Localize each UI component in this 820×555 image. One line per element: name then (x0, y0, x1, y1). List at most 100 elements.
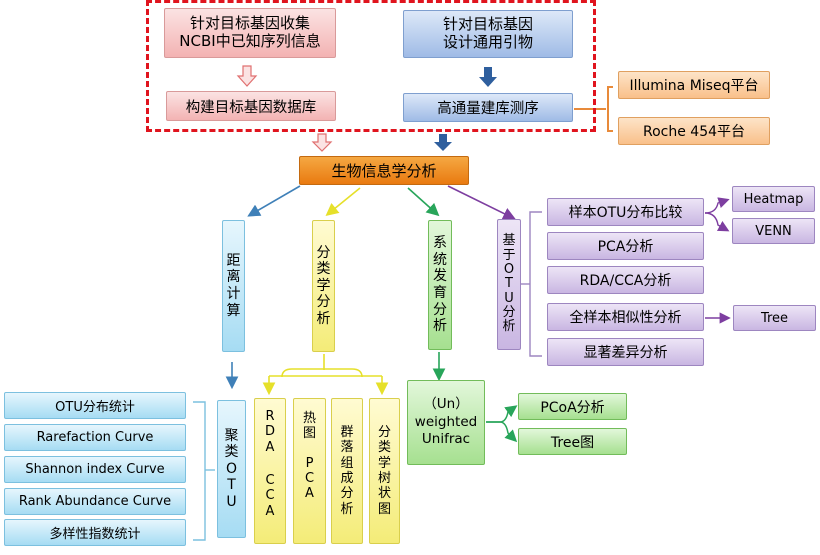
heatmap-pca-char: 热 (302, 411, 316, 426)
list-item: OTU分布统计 (4, 392, 186, 419)
arrow-to-venn (704, 212, 730, 232)
otu-analysis-char: U (504, 290, 514, 306)
roche-label: Roche 454平台 (642, 124, 746, 140)
design-primers-line-2: 设计通用引物 (442, 33, 533, 51)
arrow-to-pcoa (486, 405, 518, 423)
taxonomy-tree-char: 树 (377, 471, 391, 486)
distance-box: 距 离 计 算 (222, 220, 245, 352)
pca-label: PCA分析 (597, 239, 654, 255)
taxonomy-tree-char: 状 (377, 486, 391, 502)
taxonomy-char: 学 (316, 277, 331, 294)
venn-label: VENN (755, 223, 792, 239)
community-char: 析 (340, 501, 354, 517)
bioinfo-box: 生物信息学分析 (299, 156, 469, 185)
solid-arrow-blue (434, 67, 497, 151)
community-char: 群 (340, 425, 354, 441)
taxonomy-fanout-bracket (281, 368, 363, 378)
taxonomy-tree-char: 分 (377, 425, 391, 441)
list-item-label: Shannon index Curve (25, 462, 165, 477)
list-item: 多样性指数统计 (4, 519, 186, 546)
unifrac-box: （Un） weighted Unifrac (407, 380, 485, 465)
build-database-box: 构建目标基因数据库 (166, 91, 336, 121)
otu-analysis-char: 基 (502, 233, 516, 249)
similarity-analysis-box: 全样本相似性分析 (547, 303, 704, 331)
community-composition-box: 群 落 组 成 分 析 (331, 398, 363, 544)
venn-box: VENN (732, 218, 815, 244)
heatmap-pca-char: C (304, 470, 315, 486)
cluster-otu-char: 聚 (224, 427, 239, 444)
distance-char: 离 (226, 269, 241, 286)
collect-ncbi-line-1: 针对目标基因收集 (189, 14, 310, 33)
list-item-label: 多样性指数统计 (49, 527, 141, 542)
tree-box: Tree (733, 305, 816, 331)
cluster-otu-char: 类 (224, 444, 239, 461)
unifrac-line: （Un） (423, 396, 469, 413)
otu-analysis-char: 于 (502, 247, 516, 263)
phylogeny-char: 分 (433, 301, 447, 318)
rda-cca-char: A (265, 439, 275, 455)
community-char: 落 (340, 440, 354, 456)
sequencing-prep-frame (146, 0, 596, 132)
rda-cca-box: R D A C C A (254, 398, 286, 544)
list-item-label: Rank Abundance Curve (18, 494, 172, 509)
significance-analysis-label: 显著差异分析 (583, 345, 668, 361)
build-database-label: 构建目标基因数据库 (185, 99, 317, 116)
collect-ncbi-box: 针对目标基因收集 NCBI中已知序列信息 (164, 8, 336, 58)
community-char: 分 (340, 486, 354, 502)
pca-box: PCA分析 (547, 232, 704, 260)
otu-analysis-box: 基 于 O T U 分 析 (497, 219, 521, 350)
taxonomy-char: 分 (316, 244, 331, 261)
community-char: 组 (340, 455, 354, 471)
taxonomy-tree-box: 分 类 学 树 状 图 (369, 398, 400, 544)
otu-analysis-char: O (503, 262, 515, 278)
significance-analysis-box: 显著差异分析 (547, 338, 704, 366)
pcoa-box: PCoA分析 (518, 393, 627, 420)
heatmap-label: Heatmap (743, 191, 804, 207)
hts-library-label: 高通量建库测序 (437, 101, 539, 117)
unifrac-line: Unifrac (421, 431, 471, 448)
design-primers-line-1: 针对目标基因 (442, 15, 533, 34)
taxonomy-char: 分 (316, 294, 331, 311)
rda-cca-char: C (265, 488, 275, 504)
rda-cca-analysis-box: RDA/CCA分析 (547, 266, 704, 294)
list-item: Rarefaction Curve (4, 424, 186, 451)
heatmap-pca-box: 热 图 P C A (293, 398, 326, 544)
cluster-otu-char: O (225, 460, 238, 477)
heatmap-pca-char: 图 (302, 426, 316, 442)
list-item-label: OTU分布统计 (55, 400, 135, 415)
distance-char: 算 (226, 302, 241, 319)
phylogeny-char: 发 (433, 268, 447, 285)
otu-analysis-char: 分 (502, 304, 516, 320)
sample-otu-compare-box: 样本OTU分布比较 (547, 198, 704, 226)
arrow-to-otu (447, 185, 516, 220)
collect-ncbi-line-2: NCBI中已知序列信息 (179, 32, 321, 50)
heatmap-pca-char: P (305, 455, 314, 471)
heatmap-box: Heatmap (732, 186, 815, 212)
cluster-otu-char: T (227, 477, 236, 494)
tree-label: Tree (760, 310, 789, 326)
rda-cca-char: C (265, 472, 275, 488)
phylogeny-char: 系 (433, 235, 447, 252)
phylogeny-char: 析 (433, 318, 447, 335)
otu-bracket (529, 211, 542, 357)
left-list-bracket (193, 401, 206, 541)
similarity-analysis-label: 全样本相似性分析 (569, 310, 682, 326)
taxonomy-fanout (262, 354, 389, 396)
unifrac-line: weighted (414, 413, 478, 430)
tree-fig-label: Tree图 (550, 434, 595, 451)
bioinfo-label: 生物信息学分析 (331, 162, 437, 180)
illumina-box: Illumina Miseq平台 (618, 71, 770, 99)
hts-library-box: 高通量建库测序 (403, 93, 573, 122)
arrow-to-distance (247, 185, 301, 217)
arrow-to-taxonomy (325, 187, 361, 217)
illumina-label: Illumina Miseq平台 (629, 78, 759, 94)
otu-analysis-char: T (505, 276, 513, 292)
heatmap-pca-char: A (305, 486, 314, 502)
taxonomy-char: 析 (316, 310, 331, 327)
platform-bracket (607, 86, 613, 132)
phylogeny-box: 系 统 发 育 分 析 (428, 220, 452, 350)
distance-char: 计 (226, 286, 241, 302)
taxonomy-tree-char: 图 (377, 501, 391, 517)
rda-cca-char: A (265, 503, 275, 519)
